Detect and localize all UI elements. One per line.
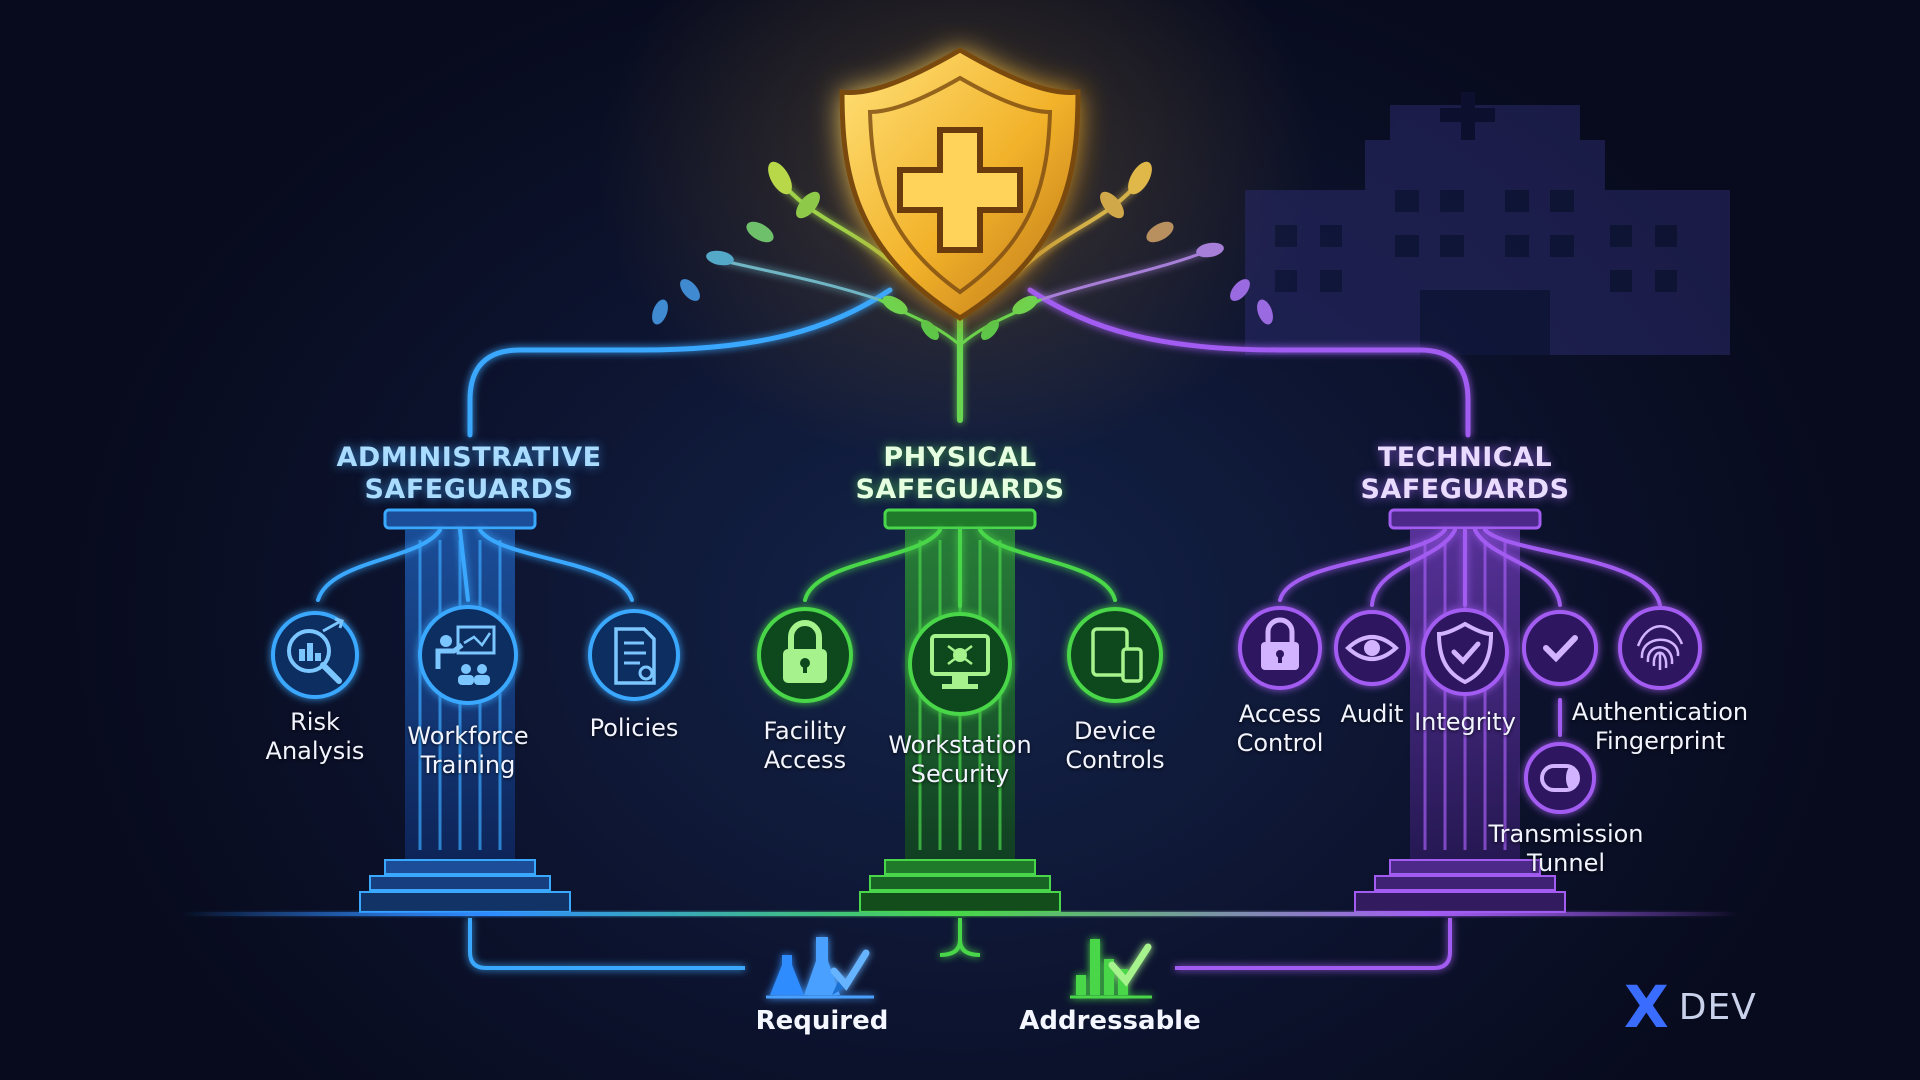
label-workforce-training: Workforce Training bbox=[368, 722, 568, 780]
leaf-decoration bbox=[652, 161, 1273, 340]
label-integrity: Integrity bbox=[1365, 708, 1565, 737]
audit-eye-icon bbox=[1334, 610, 1410, 686]
label-line: Transmission bbox=[1488, 820, 1644, 848]
label-audit: Audit bbox=[1272, 700, 1472, 729]
label-policies: Policies bbox=[534, 714, 734, 743]
label-line: Control bbox=[1236, 729, 1324, 757]
legend-addressable-label: Addressable bbox=[1019, 1006, 1201, 1036]
label-line: Fingerprint bbox=[1594, 727, 1726, 755]
heading-line: SAFEGUARDS bbox=[364, 474, 574, 505]
label-line: Workstation bbox=[888, 731, 1032, 759]
connector-administrative bbox=[467, 287, 893, 438]
heading-line: SAFEGUARDS bbox=[1360, 474, 1570, 505]
label-transmission-tunnel: Transmission Tunnel bbox=[1466, 820, 1666, 878]
workstation-monitor-icon bbox=[908, 612, 1012, 716]
label-authentication-fingerprint: Authentication Fingerprint bbox=[1560, 698, 1760, 756]
label-risk-analysis: Risk Analysis bbox=[215, 708, 415, 766]
hospital-building-icon bbox=[1245, 92, 1730, 355]
heading-line: TECHNICAL bbox=[1377, 442, 1553, 473]
workforce-training-icon bbox=[418, 605, 518, 705]
heading-line: ADMINISTRATIVE bbox=[336, 442, 602, 473]
connector-technical bbox=[1027, 287, 1471, 438]
device-controls-icon bbox=[1067, 607, 1163, 703]
heading-line: PHYSICAL bbox=[883, 442, 1037, 473]
label-line: Training bbox=[420, 751, 516, 779]
label-line: Device bbox=[1073, 717, 1157, 745]
label-line: Workforce bbox=[407, 722, 529, 750]
label-line: Access bbox=[763, 746, 847, 774]
heading-technical-safeguards: TECHNICAL SAFEGUARDS bbox=[1315, 442, 1615, 506]
label-line: Security bbox=[910, 760, 1010, 788]
brand-logo: X DEV bbox=[1624, 973, 1774, 1041]
label-line: Controls bbox=[1065, 746, 1165, 774]
label-line: Integrity bbox=[1414, 708, 1516, 736]
floor-line bbox=[180, 912, 1740, 916]
label-facility-access: Facility Access bbox=[705, 717, 905, 775]
label-device-controls: Device Controls bbox=[1015, 717, 1215, 775]
risk-analysis-icon bbox=[271, 611, 359, 699]
label-workstation-security: Workstation Security bbox=[860, 731, 1060, 789]
label-line: Tunnel bbox=[1526, 849, 1606, 877]
label-line: Access bbox=[1238, 700, 1322, 728]
label-line: Policies bbox=[589, 714, 679, 742]
transmission-tunnel-icon bbox=[1524, 742, 1596, 814]
integrity-shield-check-icon bbox=[1421, 608, 1509, 696]
legend-required-label: Required bbox=[755, 1006, 889, 1036]
logo-text: DEV bbox=[1678, 986, 1757, 1028]
fingerprint-icon bbox=[1618, 606, 1702, 690]
policies-icon bbox=[588, 609, 680, 701]
heading-physical-safeguards: PHYSICAL SAFEGUARDS bbox=[810, 442, 1110, 506]
legend-bracket bbox=[468, 918, 1452, 970]
shield-medical-icon bbox=[839, 47, 1081, 321]
label-line: Authentication bbox=[1571, 698, 1749, 726]
heading-line: SAFEGUARDS bbox=[855, 474, 1065, 505]
label-line: Analysis bbox=[265, 737, 365, 765]
logo-mark: X bbox=[1624, 973, 1669, 1041]
heading-administrative-safeguards: ADMINISTRATIVE SAFEGUARDS bbox=[319, 442, 619, 506]
label-line: Facility bbox=[763, 717, 847, 745]
label-line: Audit bbox=[1340, 700, 1404, 728]
access-control-padlock-icon bbox=[1238, 606, 1322, 690]
label-access-control: Access Control bbox=[1180, 700, 1380, 758]
facility-access-padlock-icon bbox=[757, 607, 853, 703]
label-line: Risk bbox=[290, 708, 340, 736]
flask-check-icon bbox=[766, 937, 874, 999]
bar-check-icon bbox=[1070, 939, 1152, 999]
checkmark-icon bbox=[1522, 610, 1598, 686]
